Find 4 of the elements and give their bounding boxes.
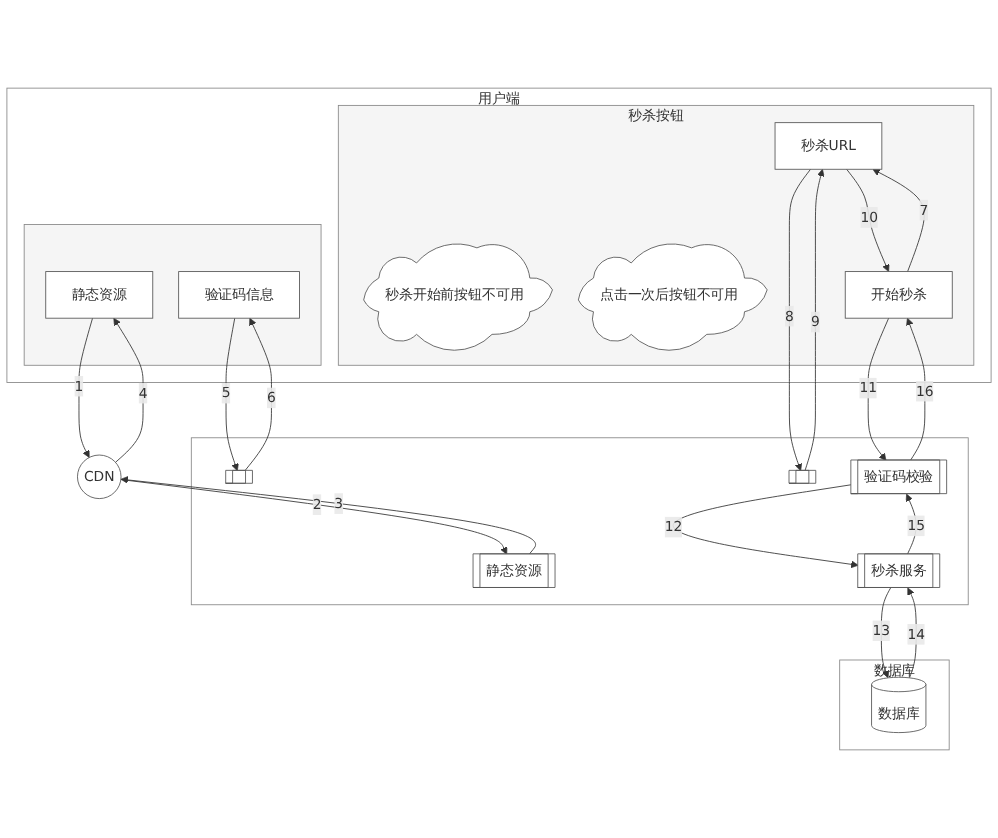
cluster — [23, 224, 322, 366]
cluster — [190, 437, 969, 606]
node-box — [788, 469, 817, 484]
node-box — [225, 469, 253, 484]
